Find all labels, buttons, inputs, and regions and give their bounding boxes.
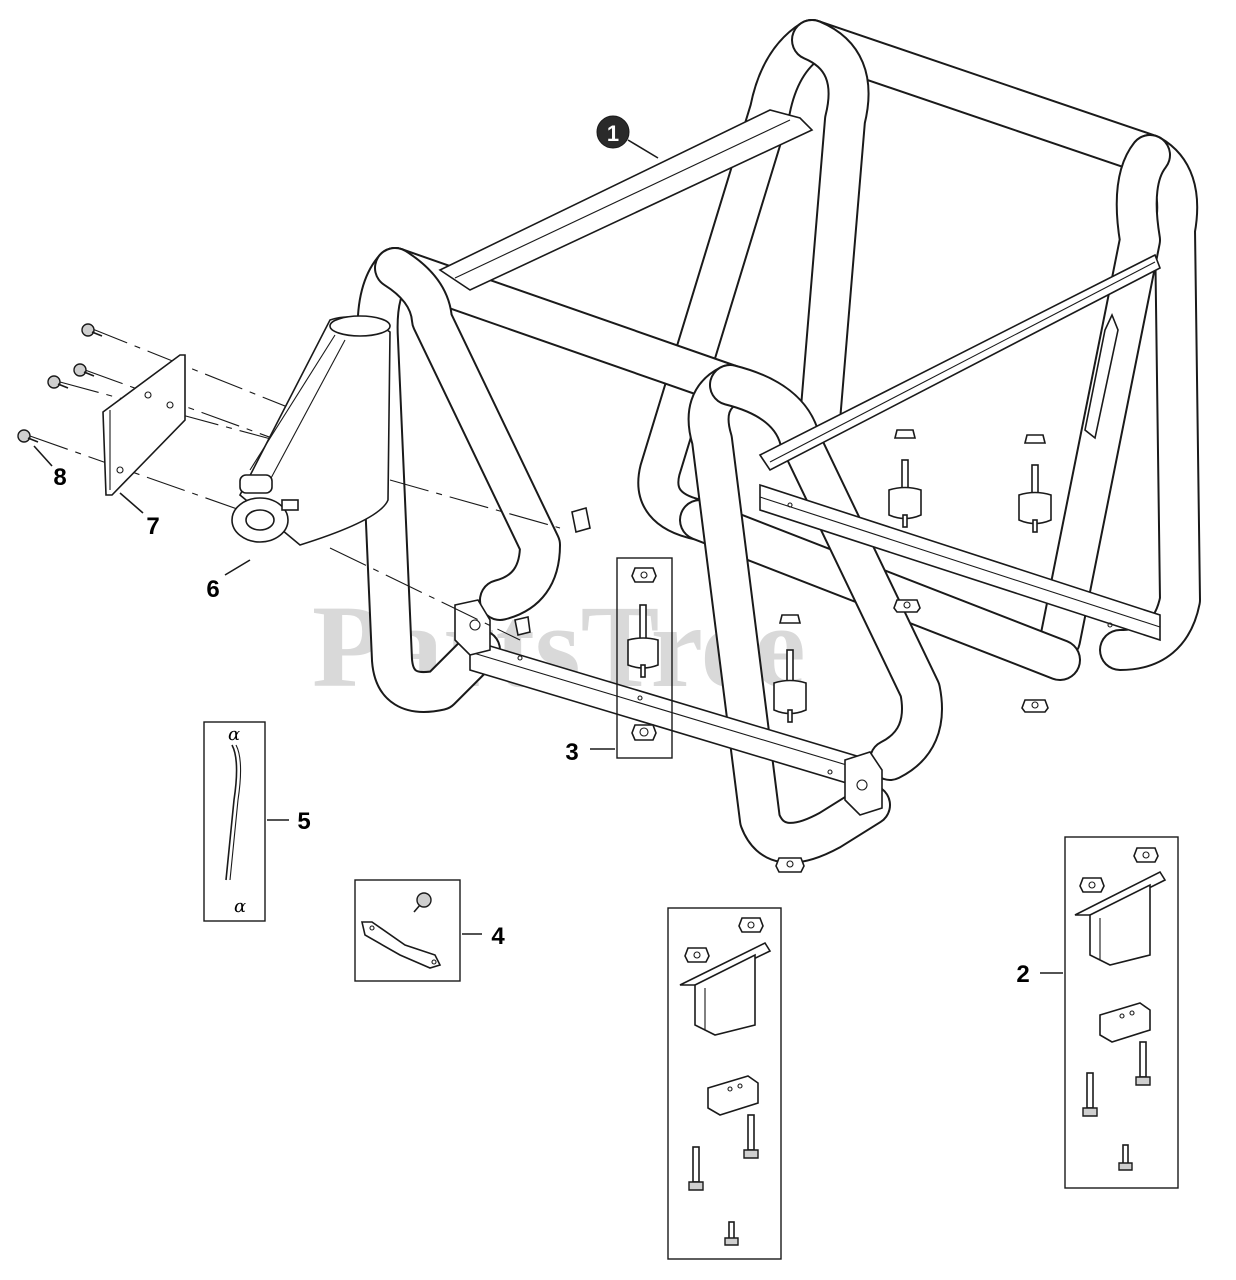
bolt xyxy=(688,1146,704,1191)
callout-8: 8 xyxy=(33,445,67,491)
callout-2: 2 xyxy=(1016,961,1063,988)
svg-text:3: 3 xyxy=(565,739,578,766)
frame-front-right-loop xyxy=(687,364,943,864)
bolt xyxy=(743,1114,759,1159)
nut xyxy=(1079,877,1105,893)
isolator-kit-box xyxy=(616,557,673,759)
frame-top-channel xyxy=(438,109,814,291)
mount-bracket xyxy=(1074,870,1167,966)
canister-assembly xyxy=(17,315,561,641)
callout-3: 3 xyxy=(565,739,615,766)
spacer-block xyxy=(1099,1002,1151,1043)
screw xyxy=(17,429,39,443)
frame-mount-bracket-left xyxy=(454,599,491,656)
bolt xyxy=(1135,1041,1151,1086)
callout-6: 6 xyxy=(206,559,251,603)
mounting-line xyxy=(29,435,241,511)
bolt xyxy=(724,1221,739,1246)
frame-assembly xyxy=(356,19,1201,873)
svg-text:2: 2 xyxy=(1016,961,1029,988)
nut xyxy=(631,567,657,583)
frame-top-crossbar-back xyxy=(791,19,1171,176)
mount-bracket xyxy=(679,941,772,1036)
mounting-line xyxy=(89,327,301,413)
clamp-kit-box xyxy=(354,879,461,982)
frame-side-bracket xyxy=(1084,312,1119,440)
hose-kit-box xyxy=(203,721,266,922)
screw xyxy=(47,375,69,389)
frame-nut xyxy=(893,599,921,613)
screw xyxy=(413,892,432,913)
mounting-line xyxy=(84,369,361,471)
mounting-line xyxy=(59,381,331,456)
frame-front-left-loop xyxy=(356,247,561,713)
spacer-block xyxy=(707,1075,759,1116)
clamp-bracket xyxy=(360,921,442,969)
bolt xyxy=(1118,1144,1133,1171)
hose xyxy=(225,744,238,881)
mount-kit-box-unlabeled xyxy=(667,907,782,1260)
nut xyxy=(631,724,657,741)
frame-nut xyxy=(1021,699,1049,713)
isolator xyxy=(627,604,659,678)
callout-7: 7 xyxy=(119,492,160,540)
callout-4: 4 xyxy=(462,923,505,950)
mount-kit-box-2 xyxy=(1064,836,1179,1189)
svg-text:1: 1 xyxy=(607,121,619,146)
frame-clip xyxy=(571,506,591,534)
callout-1: 1 xyxy=(596,115,659,159)
svg-text:8: 8 xyxy=(53,464,66,491)
frame-base-rail-back xyxy=(759,483,1161,642)
svg-text:6: 6 xyxy=(206,576,219,603)
nut xyxy=(1133,847,1159,863)
callout-5: 5 xyxy=(267,808,311,835)
hose-end-mark-top: α xyxy=(228,724,240,745)
frame-nut xyxy=(775,857,805,873)
frame-top-crossbar-front xyxy=(374,247,751,406)
svg-text:4: 4 xyxy=(491,923,505,950)
canister-bracket xyxy=(102,354,186,496)
nut xyxy=(738,917,764,933)
bolt xyxy=(1082,1072,1098,1117)
frame-isolator-mount xyxy=(888,429,922,528)
frame-back-left-loop xyxy=(637,19,870,541)
frame-back-right-loop xyxy=(1039,134,1201,671)
svg-text:7: 7 xyxy=(146,513,159,540)
evap-canister xyxy=(231,315,391,546)
hose-end-mark-bottom: α xyxy=(234,896,246,917)
svg-text:5: 5 xyxy=(297,808,310,835)
mounting-line xyxy=(329,547,521,641)
nut xyxy=(684,947,710,963)
screw xyxy=(81,323,103,337)
frame-isolator-mount xyxy=(773,614,807,723)
frame-right-channel xyxy=(758,253,1162,472)
frame-clip xyxy=(514,616,531,636)
screw xyxy=(73,363,95,377)
frame-isolator-mount xyxy=(1018,434,1052,533)
mounting-line xyxy=(389,479,561,529)
frame-mount-bracket-right xyxy=(844,751,883,816)
